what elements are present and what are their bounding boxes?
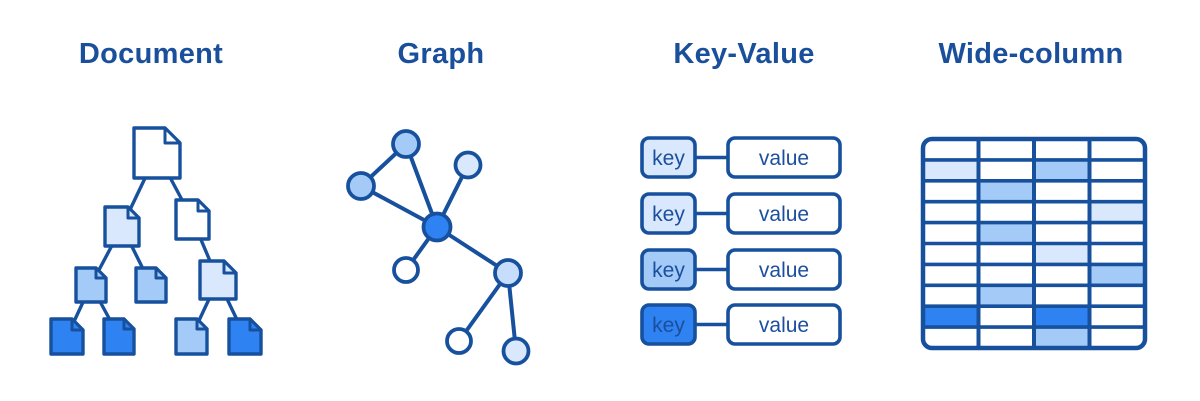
key-label: key bbox=[652, 259, 685, 282]
graph-node bbox=[445, 327, 473, 355]
graph-node bbox=[346, 171, 376, 201]
value-label: value bbox=[759, 259, 809, 282]
table-cell bbox=[923, 306, 979, 328]
key-value-panel-title: Key-Value bbox=[673, 38, 815, 70]
graph-panel-title: Graph bbox=[397, 38, 485, 70]
document-tree-illustration bbox=[49, 126, 263, 356]
value-label: value bbox=[759, 203, 809, 226]
key-box bbox=[640, 136, 697, 179]
graph-network-illustration bbox=[346, 129, 531, 366]
document-icon-fold bbox=[70, 317, 85, 332]
value-box bbox=[726, 192, 842, 235]
key-label: key bbox=[652, 314, 685, 337]
key-value-pairs-illustration: key value key value key value key value bbox=[640, 136, 842, 346]
value-label: value bbox=[759, 314, 809, 337]
key-label: key bbox=[652, 203, 685, 226]
document-icon-fold bbox=[154, 266, 168, 280]
table-cell bbox=[1089, 201, 1145, 223]
document-icon-fold bbox=[248, 317, 263, 332]
value-label: value bbox=[759, 147, 809, 170]
graph-node bbox=[391, 129, 421, 159]
table-cell bbox=[978, 180, 1034, 202]
table-cell bbox=[1089, 264, 1145, 286]
document-icon-fold bbox=[122, 317, 136, 331]
wide-column-panel-title: Wide-column bbox=[938, 38, 1124, 70]
key-box bbox=[640, 248, 697, 291]
value-box bbox=[726, 303, 842, 346]
graph-node bbox=[392, 256, 420, 284]
table-cell bbox=[978, 222, 1034, 244]
value-box bbox=[726, 136, 842, 179]
table-cell bbox=[923, 159, 979, 181]
table-cell bbox=[1034, 306, 1090, 328]
key-box bbox=[640, 192, 697, 235]
wide-column-table-illustration bbox=[920, 136, 1148, 351]
graph-node bbox=[501, 336, 531, 366]
document-icon-fold bbox=[195, 317, 209, 331]
value-box bbox=[726, 248, 842, 291]
document-icon-fold bbox=[163, 126, 182, 145]
table-outer-border bbox=[920, 136, 1148, 351]
document-icon-fold bbox=[126, 205, 141, 220]
table-cell bbox=[1034, 243, 1090, 265]
graph-node bbox=[493, 258, 523, 288]
document-icon-fold bbox=[222, 259, 238, 275]
table-cell bbox=[978, 285, 1034, 307]
graph-node bbox=[421, 211, 453, 243]
key-box bbox=[640, 303, 697, 346]
table-cell bbox=[1034, 327, 1090, 348]
table-cell bbox=[1034, 159, 1090, 181]
document-icon-fold bbox=[196, 198, 211, 213]
document-panel-title: Document bbox=[78, 38, 224, 70]
graph-node bbox=[453, 150, 483, 180]
key-label: key bbox=[652, 147, 685, 170]
document-icon-fold bbox=[94, 266, 108, 280]
